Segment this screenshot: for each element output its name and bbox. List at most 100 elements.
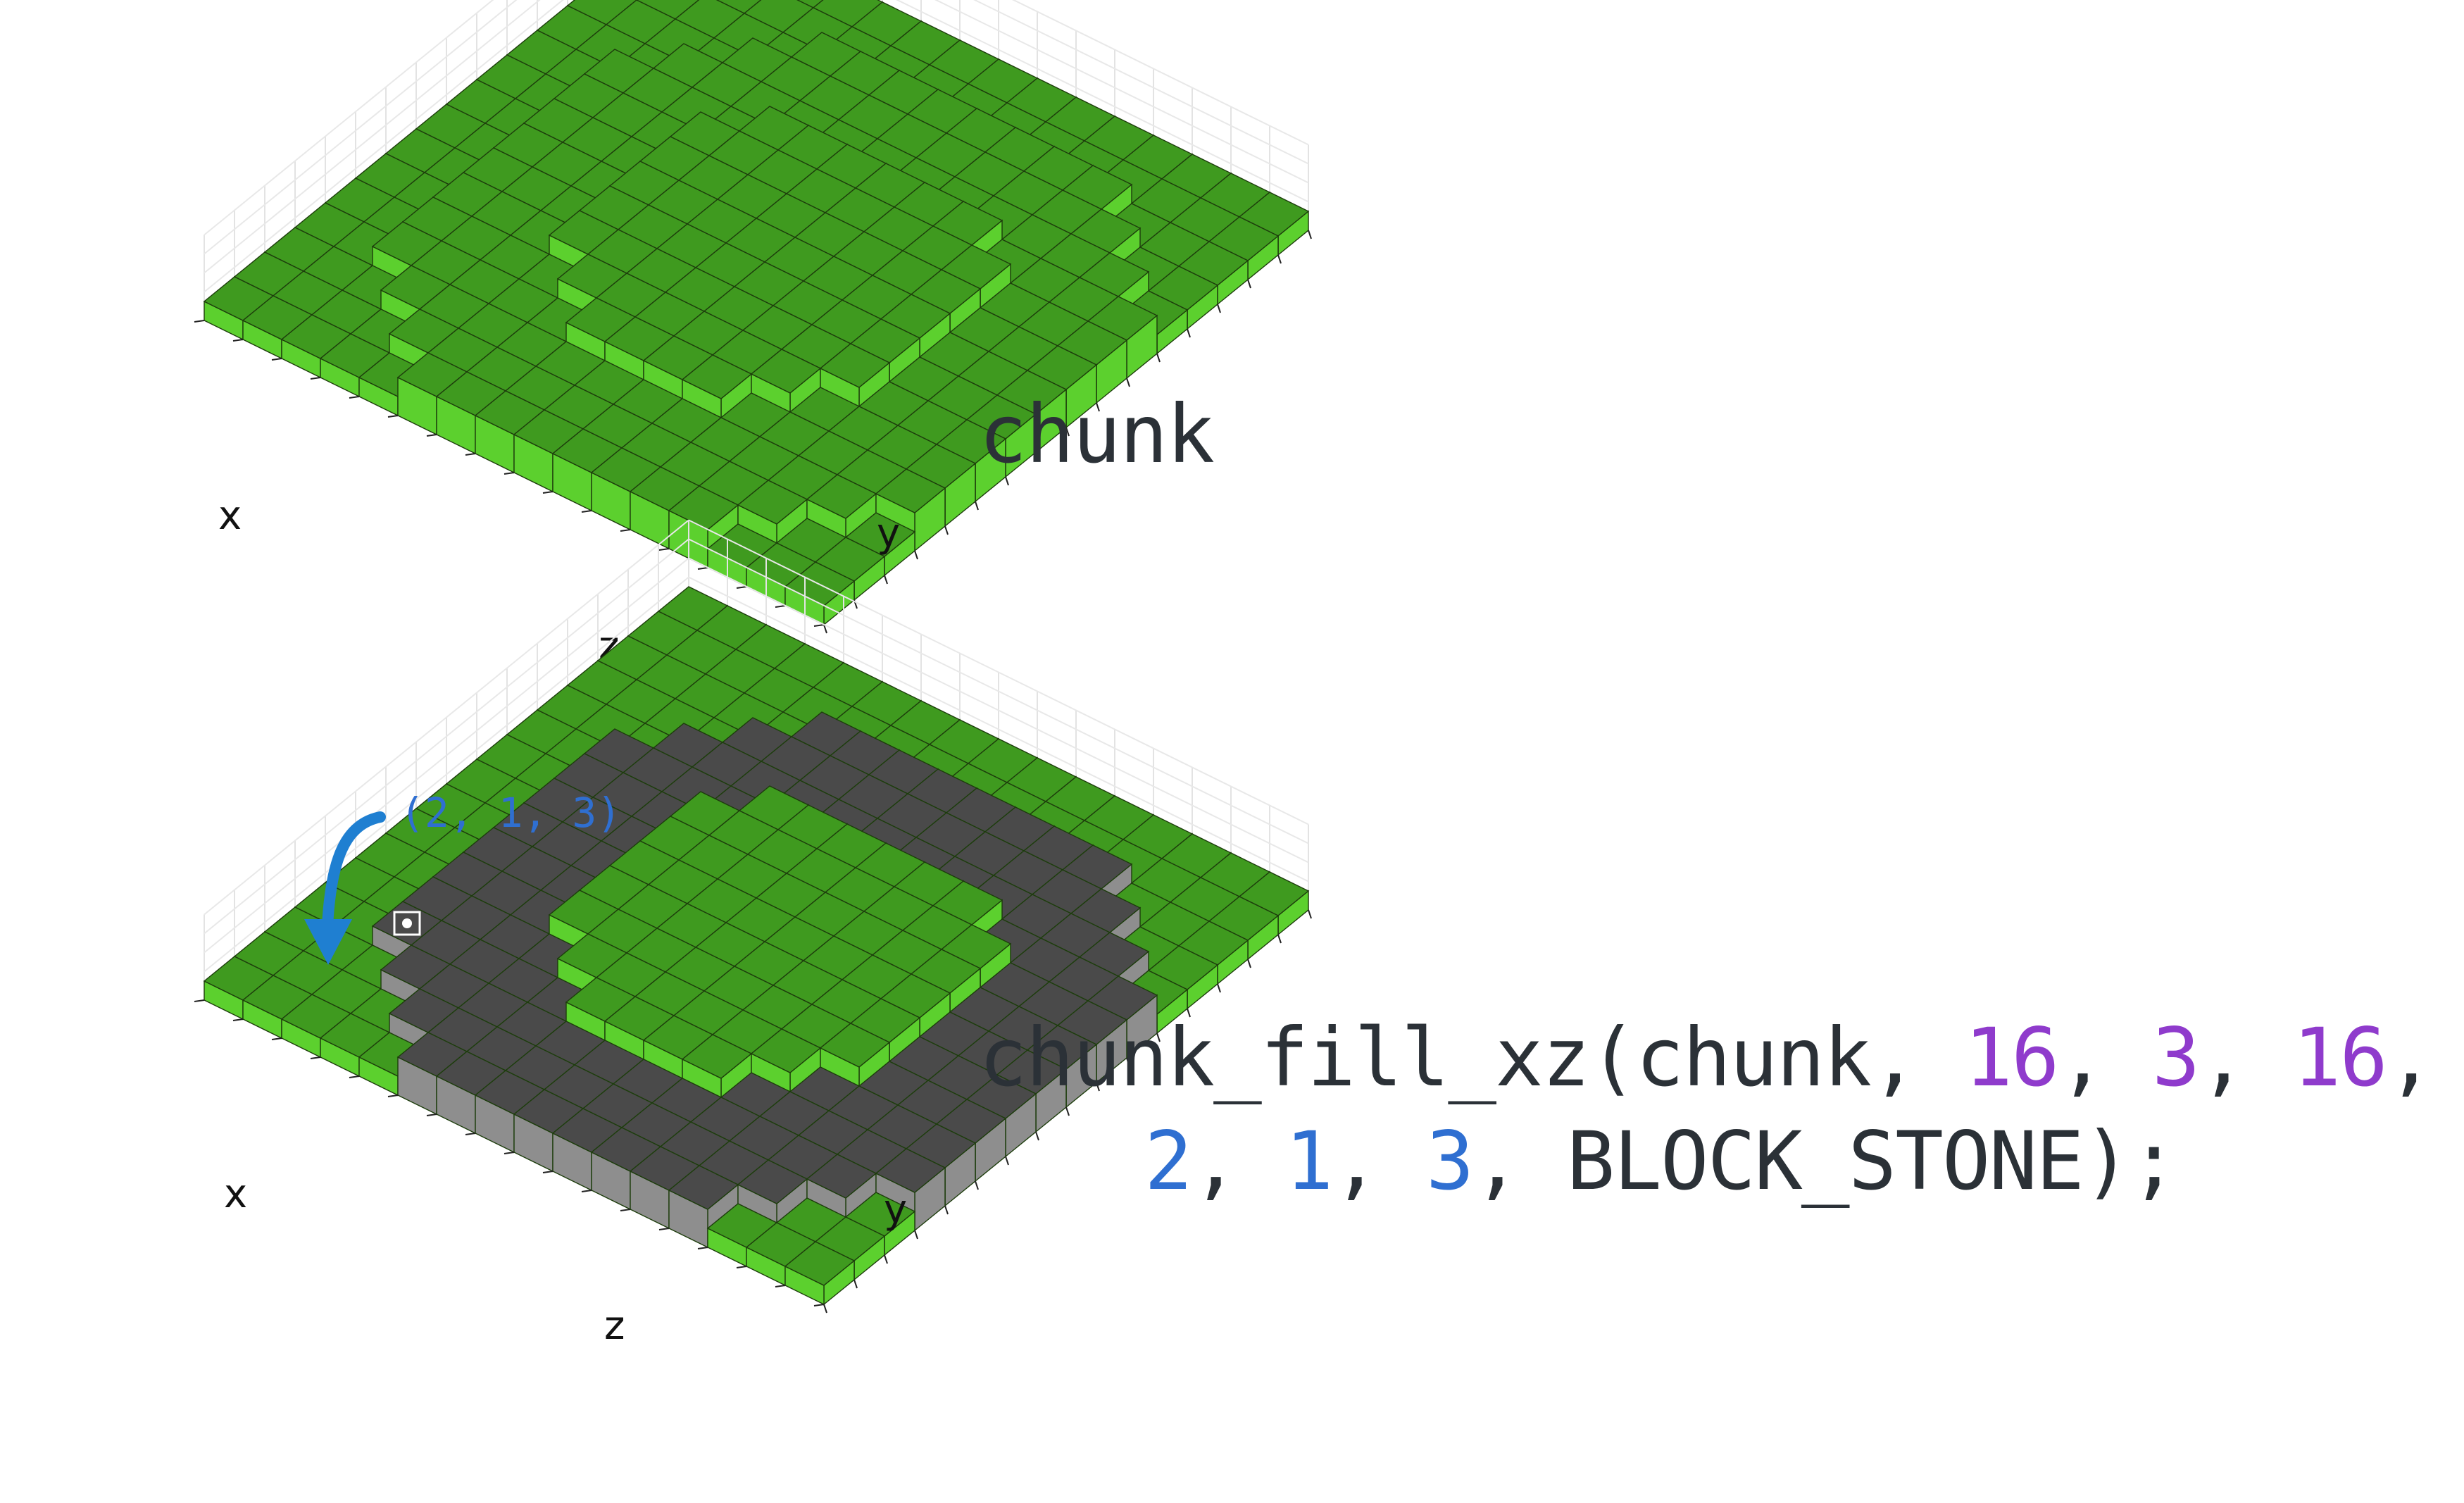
code-prefix: chunk_fill_xz(chunk,	[979, 1011, 1965, 1104]
axis-tick	[1126, 1057, 1130, 1067]
axis-tick	[813, 1304, 825, 1306]
code-tail: , BLOCK_STONE);	[1472, 1114, 2178, 1208]
code-line-2: 2, 1, 3, BLOCK_STONE);	[1144, 1121, 2178, 1202]
axis-tick	[823, 1304, 827, 1314]
axis-tick	[620, 1209, 631, 1211]
code-sep: ,	[2199, 1011, 2293, 1104]
origin-dot	[402, 918, 412, 928]
axis-tick	[194, 999, 205, 1002]
grass-voxel-top	[784, 1241, 856, 1286]
x-arg: 2	[1144, 1114, 1193, 1208]
axis-tick	[542, 491, 554, 494]
axis-tick	[944, 525, 949, 535]
chunk-voxel-plot	[194, 0, 1312, 634]
grid-line	[204, 557, 689, 954]
grid-line	[204, 576, 689, 973]
axis-tick	[1187, 328, 1191, 338]
annotation-arrow	[304, 811, 386, 965]
bottom-y-axis-label: y	[884, 1187, 908, 1233]
axis-tick	[658, 548, 670, 551]
top-y-axis-label: y	[877, 511, 901, 556]
z-arg: 3	[1425, 1114, 1475, 1208]
axis-tick	[1308, 909, 1312, 919]
depth-arg: 16	[2292, 1011, 2388, 1104]
axis-tick	[914, 1230, 918, 1240]
axis-tick	[465, 1133, 476, 1135]
axis-tick	[1035, 1131, 1039, 1141]
grid-line	[688, 538, 1309, 844]
axis-tick	[1126, 378, 1130, 387]
axis-tick	[1156, 1033, 1161, 1042]
axis-tick	[775, 1285, 786, 1287]
axis-tick	[884, 575, 888, 585]
axis-tick	[1005, 476, 1009, 486]
grass-voxel-top	[819, 343, 891, 388]
bottom-z-axis-label: z	[604, 1303, 625, 1349]
axis-tick	[387, 1094, 399, 1097]
grid-line	[204, 0, 564, 293]
axis-tick	[349, 1075, 360, 1078]
width-arg: 16	[1964, 1011, 2059, 1104]
axis-tick	[1187, 1008, 1191, 1018]
axis-tick	[387, 415, 399, 418]
axis-tick	[1096, 1082, 1100, 1092]
axis-tick	[1247, 279, 1251, 289]
axis-tick	[271, 1037, 282, 1040]
axis-tick	[697, 1247, 708, 1249]
axis-tick	[813, 624, 825, 627]
axis-tick	[975, 1180, 979, 1190]
grid-line	[688, 557, 1309, 863]
grid-line	[204, 0, 518, 255]
axis-tick	[426, 1114, 437, 1116]
axis-tick	[1065, 1106, 1070, 1116]
axis-tick	[1277, 934, 1282, 944]
axis-tick	[232, 339, 244, 342]
axis-tick	[581, 510, 592, 513]
axis-tick	[426, 434, 437, 437]
grid-line	[973, 0, 1309, 165]
chunk-label: chunk	[979, 387, 1215, 481]
grid-line	[204, 0, 494, 236]
axis-tick	[736, 586, 747, 589]
height-arg: 3	[2151, 1011, 2201, 1104]
axis-tick	[775, 605, 786, 608]
axis-tick	[310, 1056, 321, 1059]
grid-line	[204, 0, 541, 274]
grid-line	[896, 0, 1309, 203]
origin-annotation: (2, 1, 3)	[400, 789, 622, 837]
stone-voxel-top	[875, 1148, 946, 1193]
axis-tick	[271, 358, 282, 361]
axis-tick	[823, 624, 827, 634]
axis-tick	[1065, 427, 1070, 437]
axis-tick	[1308, 230, 1312, 239]
axis-tick	[310, 377, 321, 380]
bottom-x-axis-label: x	[224, 1171, 248, 1217]
axis-tick	[194, 320, 205, 323]
axis-tick	[504, 1152, 515, 1154]
axis-tick	[914, 550, 918, 560]
axis-tick	[504, 472, 515, 475]
axis-tick	[1247, 959, 1251, 968]
axis-tick	[884, 1254, 888, 1264]
axis-tick	[658, 1228, 670, 1230]
code-sep: ,	[2058, 1011, 2152, 1104]
axis-tick	[1156, 353, 1161, 363]
y-arg: 1	[1284, 1114, 1334, 1208]
axis-tick	[620, 529, 631, 532]
grid-line	[204, 538, 689, 935]
axis-tick	[542, 1171, 554, 1173]
axis-tick	[1005, 1156, 1009, 1166]
axis-tick	[736, 1266, 747, 1268]
grid-line	[934, 0, 1309, 184]
grid-line	[1012, 0, 1309, 146]
axis-tick	[944, 1205, 949, 1215]
top-x-axis-label: x	[218, 493, 242, 539]
origin-voxel-marker	[393, 911, 421, 936]
axis-tick	[1096, 402, 1100, 412]
code-sep: ,	[1191, 1114, 1285, 1208]
axis-tick	[349, 396, 360, 399]
axis-tick	[853, 1279, 858, 1289]
axis-tick	[465, 453, 476, 456]
axis-tick	[1035, 451, 1039, 461]
axis-tick	[1217, 304, 1221, 313]
